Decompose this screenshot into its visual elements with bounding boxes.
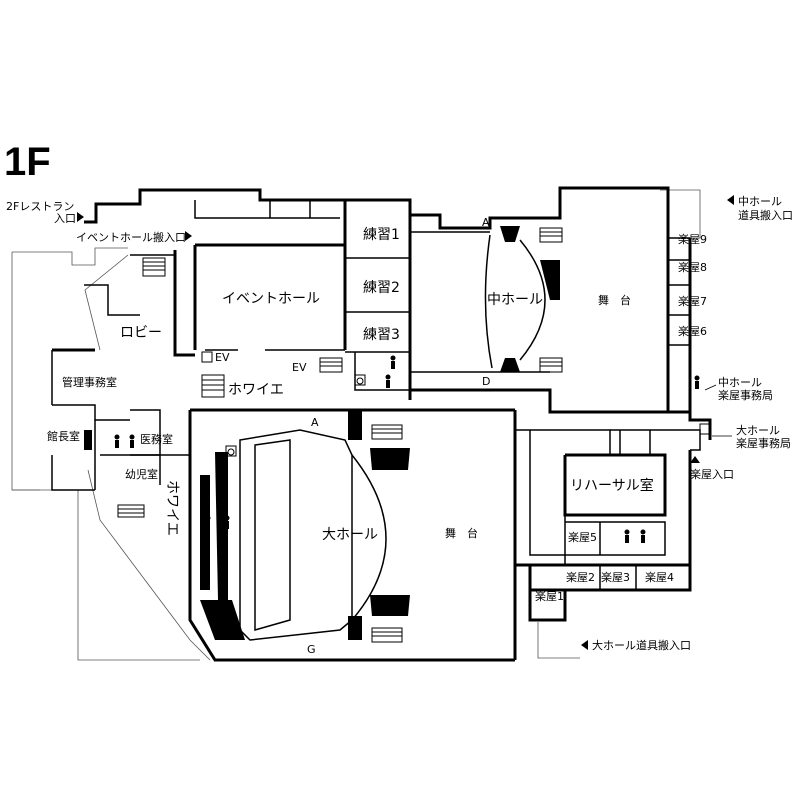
room-dressing-8: 楽屋8: [678, 261, 707, 274]
large-hall-office-label-2: 楽屋事務局: [736, 436, 791, 450]
door-d: D: [482, 375, 490, 388]
structural-solids: [84, 226, 560, 640]
room-directors-room: 館長室: [47, 429, 80, 443]
room-medium-hall: 中ホール: [487, 292, 543, 308]
room-lobby: ロビー: [120, 325, 162, 341]
restroom-icon: [114, 355, 700, 543]
room-rehearsal: リハーサル室: [570, 477, 654, 494]
arrow-up-icon: [690, 456, 700, 463]
site-outline: [11, 189, 701, 661]
restaurant-entrance-label: 2Fレストラン: [6, 200, 74, 213]
room-practice-2: 練習2: [363, 280, 400, 296]
room-dressing-3: 楽屋3: [601, 571, 630, 584]
floor-label: 1F: [4, 140, 51, 184]
arrow-right-icon: [185, 231, 192, 241]
door-a-upper: A: [482, 216, 490, 229]
medium-hall-office-label: 中ホール: [718, 376, 762, 389]
room-nursery: 幼児室: [125, 467, 158, 481]
wheelchair-icon: [225, 374, 366, 457]
room-foyer-upper: ホワイエ: [228, 382, 284, 398]
room-large-hall: 大ホール: [322, 527, 378, 543]
building-walls: [51, 186, 712, 662]
room-management-office: 管理事務室: [62, 375, 117, 389]
stairs-icon: [117, 227, 563, 643]
room-medium-stage: 舞 台: [598, 293, 631, 307]
large-hall-equipment-label: 大ホール道具搬入口: [592, 638, 691, 652]
room-dressing-5: 楽屋5: [568, 531, 597, 544]
room-dressing-1: 楽屋1: [535, 590, 564, 603]
medium-hall-office-label-2: 楽屋事務局: [718, 388, 773, 402]
room-event-hall: イベントホール: [222, 291, 320, 307]
elevator-2: EV: [292, 361, 307, 374]
door-a-lower: A: [311, 416, 319, 429]
restaurant-entrance-label-2: 入口: [54, 212, 76, 225]
arrow-left-icon: [727, 195, 734, 205]
arrow-left-icon: [581, 640, 588, 650]
telephone-icon: [201, 351, 711, 435]
medium-hall-equipment-label-2: 道具搬入口: [738, 208, 793, 222]
room-large-stage: 舞 台: [445, 526, 478, 540]
event-hall-loading-label: イベントホール搬入口: [76, 230, 186, 244]
hall-seating: [239, 234, 546, 641]
elevator-1: EV: [215, 351, 230, 364]
dressing-entrance-label: 楽屋入口: [690, 468, 734, 481]
room-foyer-side: ホワイエ: [164, 480, 180, 536]
arrow-right-icon: [77, 212, 84, 222]
room-dressing-4: 楽屋4: [645, 571, 674, 584]
room-dressing-9: 楽屋9: [678, 233, 707, 246]
door-g: G: [307, 643, 316, 656]
medium-hall-equipment-label: 中ホール: [738, 195, 782, 208]
room-medical: 医務室: [140, 432, 173, 446]
room-dressing-7: 楽屋7: [678, 295, 707, 308]
room-dressing-2: 楽屋2: [566, 571, 595, 584]
large-hall-office-label: 大ホール: [736, 423, 780, 437]
room-practice-3: 練習3: [363, 327, 400, 343]
room-dressing-6: 楽屋6: [678, 325, 707, 338]
room-practice-1: 練習1: [363, 227, 400, 243]
